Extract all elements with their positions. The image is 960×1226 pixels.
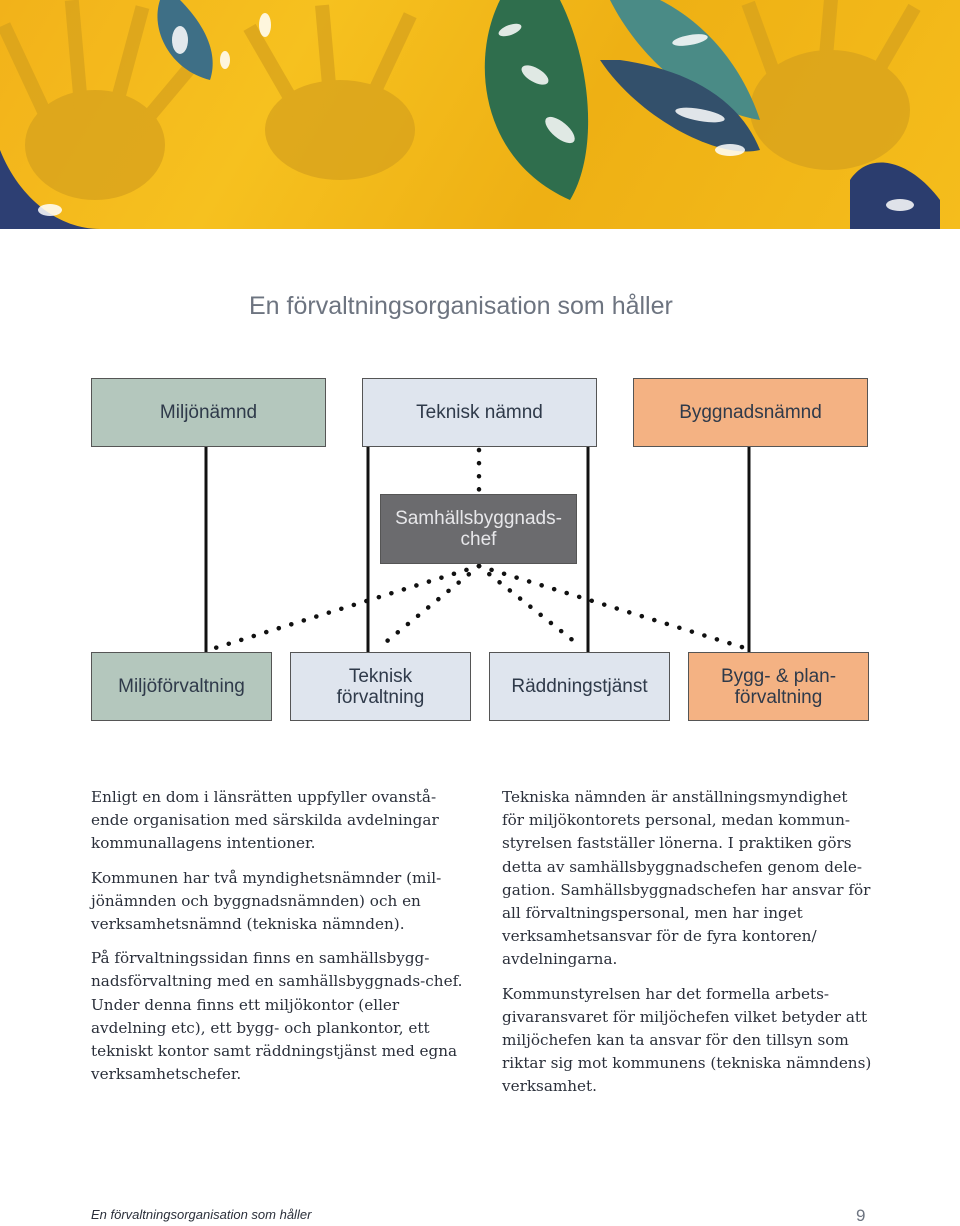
node-label-line1: Teknisk bbox=[348, 665, 413, 687]
node-label-line1: Bygg- & plan- bbox=[720, 665, 837, 687]
node-label: Miljönämnd bbox=[159, 402, 258, 423]
node-label: Byggnadsnämnd bbox=[679, 402, 822, 423]
node-raddningstjanst: Räddningstjänst bbox=[489, 652, 670, 721]
node-label: Räddningstjänst bbox=[511, 676, 648, 697]
node-teknisk-forvaltning: Teknisk förvaltning bbox=[290, 652, 471, 721]
node-label: Miljöförvaltning bbox=[118, 676, 245, 697]
header-artwork bbox=[0, 0, 960, 229]
running-footer-title: En förvaltningsorganisation som håller bbox=[91, 1207, 312, 1222]
node-label-line1: Samhällsbyggnads- bbox=[395, 508, 562, 529]
page-title: En förvaltningsorganisation som håller bbox=[249, 292, 673, 320]
node-label: Teknisk nämnd bbox=[416, 402, 543, 423]
page-number: 9 bbox=[856, 1206, 866, 1225]
paragraph: Kommunstyrelsen har det formella arbets-… bbox=[502, 984, 872, 1096]
butterfly-hands-artwork bbox=[0, 0, 940, 229]
node-miljonamnd: Miljönämnd bbox=[91, 378, 326, 447]
paragraph: Kommunen har två myndighetsnämnder (mil-… bbox=[91, 868, 442, 934]
paragraph: Enligt en dom i länsrätten uppfyller ova… bbox=[91, 788, 439, 853]
paragraph: På förvaltningssidan finns en samhällsby… bbox=[91, 949, 463, 1084]
node-teknisk-namnd: Teknisk nämnd bbox=[362, 378, 597, 447]
node-label-line2: förvaltning bbox=[734, 686, 823, 708]
node-label-line2: chef bbox=[460, 529, 497, 550]
node-label-line2: förvaltning bbox=[336, 686, 425, 708]
node-miljoforvaltning: Miljöförvaltning bbox=[91, 652, 272, 721]
node-samhallsbyggnadschef: Samhällsbyggnads- chef bbox=[380, 494, 577, 564]
paragraph: Tekniska nämnden är anställningsmyndighe… bbox=[502, 788, 871, 969]
right-column: Tekniska nämnden är anställningsmyndighe… bbox=[502, 786, 874, 1110]
node-bygg-plan-forvaltning: Bygg- & plan- förvaltning bbox=[688, 652, 869, 721]
left-column: Enligt en dom i länsrätten uppfyller ova… bbox=[91, 786, 463, 1097]
node-byggnadsnamnd: Byggnadsnämnd bbox=[633, 378, 868, 447]
